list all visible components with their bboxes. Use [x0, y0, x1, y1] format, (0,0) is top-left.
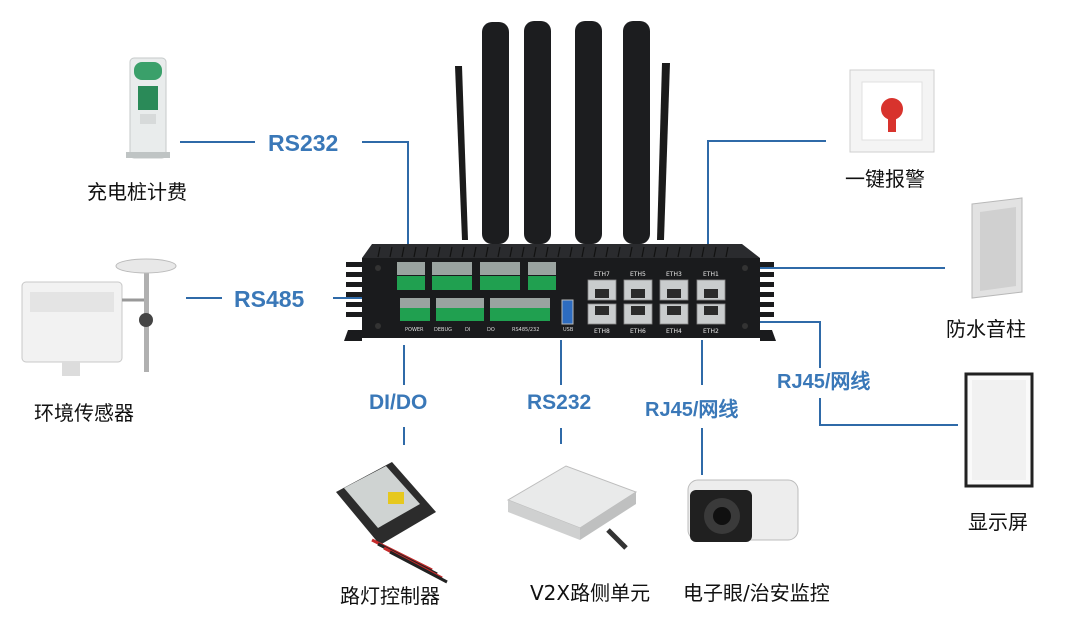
- line-rj45-right: [735, 321, 821, 368]
- label-rj45-right: RJ45/网线: [777, 371, 871, 393]
- alarm-button-image: [849, 69, 935, 153]
- camera-image: [687, 479, 799, 542]
- antennas: [455, 21, 670, 244]
- eth-label-top-1: ETH7: [594, 271, 610, 278]
- label-speaker: 防水音柱: [946, 317, 1026, 341]
- label-dido: DI/DO: [369, 391, 428, 414]
- eth-label-top-2: ETH5: [630, 271, 646, 278]
- port-label-debug: DEBUG: [434, 327, 452, 333]
- connector-lines: [180, 140, 958, 475]
- antenna-thin-left: [455, 66, 468, 240]
- eth-label-top-4: ETH1: [703, 271, 719, 278]
- label-street-light: 路灯控制器: [340, 584, 440, 608]
- label-v2x-unit: V2X路侧单元: [530, 581, 651, 605]
- port-label-rs485-232: RS485/232: [512, 327, 539, 333]
- antenna-4: [623, 21, 650, 244]
- street-light-controller-image: [336, 462, 448, 584]
- port-label-usb: USB: [563, 327, 574, 333]
- port-label-do: DO: [487, 327, 495, 333]
- label-camera: 电子眼/治安监控: [683, 581, 830, 605]
- label-rs232-top: RS232: [268, 130, 339, 156]
- label-charging-pile: 充电桩计费: [87, 180, 187, 204]
- speaker-image: [971, 197, 1023, 299]
- gateway-device: ETH7 ETH5 ETH3 ETH1 ETH8 ETH6 ETH4 ETH2 …: [344, 244, 776, 341]
- label-display: 显示屏: [968, 510, 1028, 534]
- label-rj45-bottom: RJ45/网线: [645, 399, 739, 421]
- antenna-2: [524, 21, 551, 244]
- display-image: [964, 372, 1034, 488]
- antenna-1: [482, 22, 509, 244]
- line-display: [819, 398, 958, 426]
- label-env-sensor: 环境传感器: [34, 401, 134, 425]
- charging-pile-image: [126, 57, 170, 159]
- v2x-unit-image: [506, 465, 638, 550]
- eth-label-top-3: ETH3: [666, 271, 682, 278]
- label-alarm: 一键报警: [845, 167, 925, 191]
- label-rs485: RS485: [234, 286, 305, 312]
- line-alarm: [707, 140, 826, 246]
- env-sensor-image: [21, 258, 177, 376]
- eth-label-bottom-2: ETH6: [630, 328, 646, 335]
- line-rs232-top: [362, 141, 409, 246]
- antenna-3: [575, 21, 602, 244]
- port-label-power: POWER: [405, 327, 424, 333]
- label-rs232-bottom: RS232: [527, 391, 592, 414]
- eth-label-bottom-4: ETH2: [703, 328, 719, 335]
- port-label-di: DI: [465, 327, 470, 333]
- eth-label-bottom-3: ETH4: [666, 328, 682, 335]
- eth-label-bottom-1: ETH8: [594, 328, 610, 335]
- antenna-thin-right: [657, 63, 670, 240]
